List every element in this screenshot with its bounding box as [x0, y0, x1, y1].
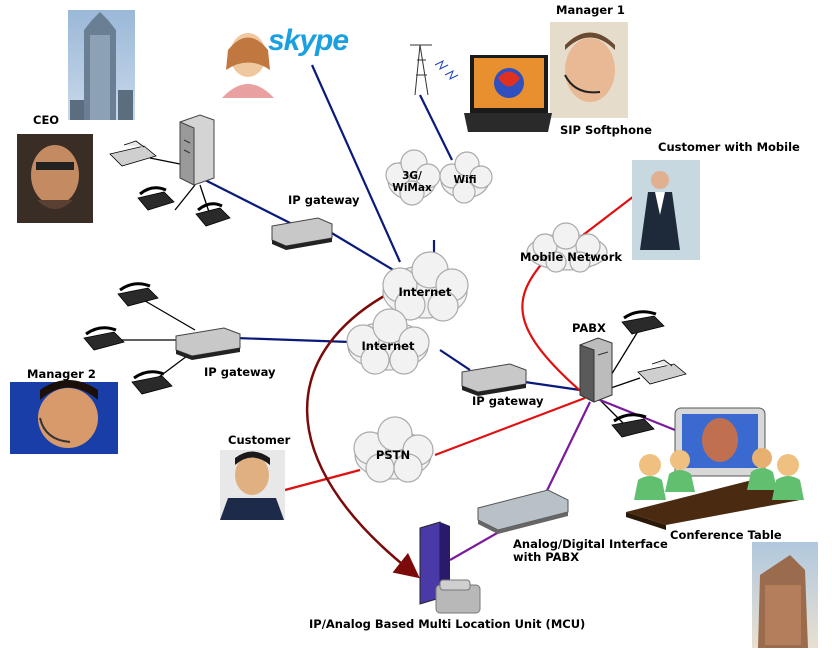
left-phone-1 — [117, 282, 159, 307]
ip-gateway-left-device — [175, 327, 241, 360]
link-skype-internet — [310, 64, 402, 263]
cloud-internet-top-label: Internet — [398, 285, 452, 299]
analog-digital-interface-label-line1: Analog/Digital Interface — [513, 537, 668, 551]
link-customer-pstn — [284, 468, 361, 492]
ip-gateway-right-device — [461, 363, 527, 396]
ip-gateway-left-label: IP gateway — [204, 365, 276, 379]
link-internet-gateway-right — [439, 349, 471, 371]
ip-gateway-right-label: IP gateway — [472, 394, 544, 408]
conference-table-label: Conference Table — [670, 528, 782, 542]
ip-links — [204, 64, 581, 392]
skype-woman-photo — [222, 33, 274, 98]
analog-digital-interface-label-line2: with PABX — [513, 550, 580, 564]
link-internet-mcu — [305, 288, 420, 579]
cloud-pstn-label: PSTN — [375, 448, 411, 462]
analog-digital-interface-device — [477, 489, 569, 534]
analog-digital-interface-label: Analog/Digital Interface with PABX — [513, 538, 668, 564]
cloud-internet-top — [382, 251, 469, 322]
ip-gateway-top-device — [271, 217, 333, 250]
pabx-tower — [579, 337, 613, 403]
ceo-phone-2 — [195, 202, 231, 227]
manager2-label: Manager 2 — [27, 367, 96, 381]
cloud-3g-label-line1: 3G/ — [402, 170, 422, 182]
customer-label: Customer — [228, 433, 291, 447]
left-phone-2 — [83, 326, 125, 351]
pabx-phone-2 — [611, 413, 655, 438]
manager1-photo — [550, 22, 628, 118]
pabx-phone-1 — [621, 310, 665, 335]
cloud-pstn — [353, 416, 434, 483]
cloud-internet-mid-label: Internet — [361, 339, 415, 353]
cloud-wifi-label: Wifi — [453, 174, 477, 186]
cloud-mobile-network — [526, 222, 608, 273]
ceo-phone-1 — [137, 186, 175, 211]
ceo-photo — [17, 134, 93, 223]
sip-softphone-label: SIP Softphone — [560, 123, 652, 137]
conference-table-scene — [626, 407, 804, 530]
skype-logo: skype — [268, 24, 349, 57]
manager1-label: Manager 1 — [556, 3, 625, 17]
phone-links — [120, 157, 641, 426]
link-mobile-pabx — [521, 259, 586, 396]
customer-mobile-photo — [632, 160, 700, 260]
link-antenna-wifi — [419, 94, 453, 161]
ceo-server-tower — [179, 114, 215, 186]
office-building-photo — [68, 10, 135, 120]
ceo-fax — [109, 140, 157, 167]
cloud-3g-label: 3G/ WiMax — [390, 170, 434, 194]
cloud-internet-mid — [346, 308, 430, 375]
flatiron-building-photo — [752, 542, 818, 648]
mcu-label: IP/Analog Based Multi Location Unit (MCU… — [309, 617, 586, 631]
cloud-wifi — [439, 151, 493, 204]
cloud-3g — [385, 149, 441, 206]
antenna-tower — [410, 44, 459, 96]
pabx-label: PABX — [572, 321, 606, 335]
customer-with-mobile-label: Customer with Mobile — [658, 140, 800, 154]
ip-gateway-top-label: IP gateway — [288, 193, 360, 207]
pstn-links — [284, 179, 656, 492]
desk-phones — [83, 140, 687, 438]
laptop-sip-softphone — [464, 55, 552, 132]
cloud-3g-label-line2: WiMax — [392, 182, 432, 194]
link-ceo-server-gateway — [204, 179, 301, 229]
mobile-network-label: Mobile Network — [520, 250, 623, 264]
link-pstn-pabx — [434, 396, 586, 457]
ceo-label: CEO — [33, 113, 60, 127]
mcu-unit — [419, 521, 481, 614]
link-gateway-pabx — [524, 380, 581, 392]
left-phone-3 — [131, 370, 173, 395]
manager2-photo — [10, 380, 118, 454]
customer-photo — [220, 450, 285, 520]
pabx-fax — [637, 359, 687, 385]
